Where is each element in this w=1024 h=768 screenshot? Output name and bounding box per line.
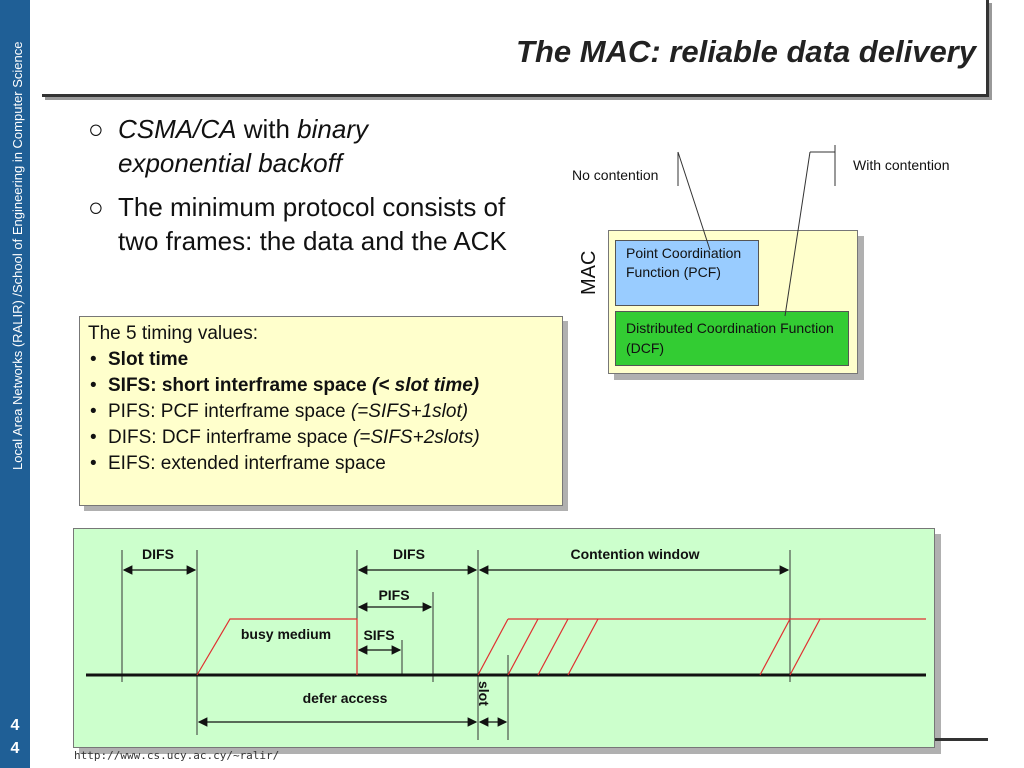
bullet-csma: ○ CSMA/CA with binary exponential backof… [88,112,508,180]
slide-title: The MAC: reliable data delivery [516,34,976,69]
sifs-label: SIFS [363,627,394,643]
bullet-dot-icon: • [90,349,97,370]
slot-label: slot [476,681,492,706]
timing-item-normal: EIFS: extended interframe space [108,453,386,474]
bullet-minimum-protocol-text: The minimum protocol consists of two fra… [118,192,507,256]
bullet-csma-term: CSMA/CA [118,114,237,144]
timing-item-sifs: • SIFS: short interframe space (< slot t… [88,373,554,399]
timing-item-italic: (< slot time) [371,375,480,396]
dcf-box: Distributed Coordination Function (DCF) [615,311,849,366]
bullet-minimum-protocol: ○ The minimum protocol consists of two f… [88,190,508,258]
no-contention-label: No contention [572,167,659,183]
timing-item-slot: • Slot time [88,347,554,373]
timing-item-italic: (=SIFS+1slot) [350,401,469,422]
timing-item-eifs: • EIFS: extended interframe space [88,451,554,477]
timing-item-normal: DIFS: DCF interframe space [108,427,353,448]
timing-item-difs: • DIFS: DCF interframe space (=SIFS+2slo… [88,425,554,451]
pifs-label: PIFS [378,587,409,603]
difs-left-label: DIFS [142,546,174,562]
bullet-dot-icon: • [90,453,97,474]
bullet-dot-icon: • [90,401,97,422]
slide-number-bottom: 4 [10,740,20,757]
defer-access-label: defer access [303,690,388,706]
difs-mid-label: DIFS [393,546,425,562]
busy-medium-label: busy medium [241,626,331,642]
timing-item-italic: (=SIFS+2slots) [352,427,480,448]
timing-item-bold: SIFS: short interframe space [108,375,372,396]
slide-number-top: 4 [10,717,20,734]
bullet-dot-icon: • [90,427,97,448]
footer-rule [935,738,988,741]
with-contention-label: With contention [853,157,950,173]
contention-slots [477,618,926,676]
contention-window-label: Contention window [570,546,699,562]
sidebar: Local Area Networks (RALIR) /School of E… [0,0,30,768]
busy-medium-shape [196,618,358,676]
bullet-csma-with: with [236,114,298,144]
footer-url: http://www.cs.ucy.ac.cy/~ralir/ [74,749,280,762]
timing-item-normal: PIFS: PCF interframe space [108,401,351,422]
timing-diagram-box [73,528,935,748]
timing-values-box: The 5 timing values: • Slot time • SIFS:… [79,316,563,506]
timing-item-bold: Slot time [108,349,189,370]
bullet-circle-icon: ○ [88,114,104,144]
timing-arrows [122,565,790,727]
bullet-circle-icon: ○ [88,192,104,222]
timing-values-heading: The 5 timing values: [88,323,259,344]
timing-item-pifs: • PIFS: PCF interframe space (=SIFS+1slo… [88,399,554,425]
pcf-box: Point Coordination Function (PCF) [615,240,759,306]
bullet-dot-icon: • [90,375,97,396]
bullet-backoff-term: binary exponential backoff [118,114,368,178]
title-frame: The MAC: reliable data delivery [42,0,989,97]
bullet-list: ○ CSMA/CA with binary exponential backof… [88,112,508,268]
